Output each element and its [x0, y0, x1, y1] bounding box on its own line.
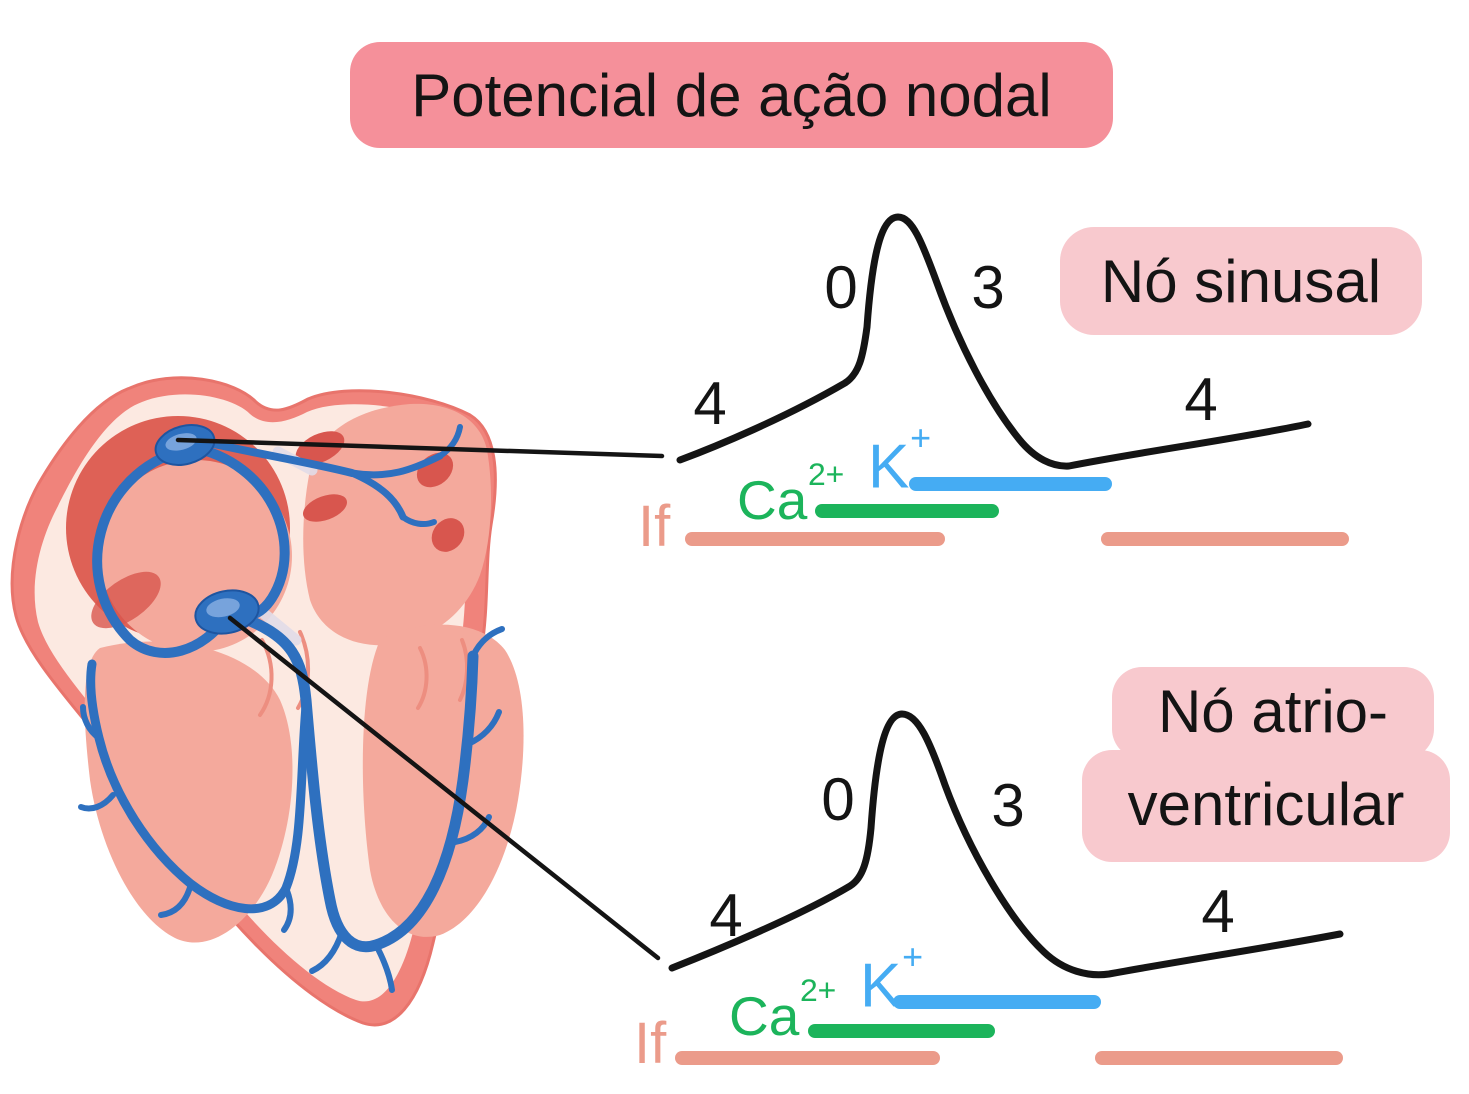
- phase-0-av: 0: [821, 766, 855, 833]
- action-potential-curve-av: [668, 710, 1344, 979]
- ca-charge: 2+: [807, 456, 845, 493]
- pointer-line-av-node: [227, 615, 661, 961]
- title-pill: Potencial de ação nodal: [350, 42, 1113, 148]
- k-charge: +: [910, 416, 932, 458]
- purkinje-twigs: [78, 626, 505, 993]
- phase-4-left-sinus: 4: [693, 370, 727, 437]
- ra-vein-opening: [295, 431, 345, 465]
- his-bundle-right-branch: [242, 614, 479, 953]
- ca-current-label-av: Ca2+: [729, 974, 836, 1044]
- k-current-label-sinus: K+: [868, 419, 931, 502]
- branch-twig: [348, 469, 407, 521]
- phase-3-av: 3: [991, 772, 1025, 839]
- av-label-background-bottom: [1082, 750, 1450, 862]
- conduction-system: [78, 424, 505, 993]
- k-symbol: K: [868, 432, 910, 502]
- sinus-node-label: Nó sinusal: [1100, 247, 1382, 315]
- av-label-background-top: [1112, 667, 1434, 759]
- pointer-line-sa-node: [175, 437, 665, 459]
- atrial-loop-left: [92, 445, 231, 658]
- av-node-label-line2: ventricular: [1127, 770, 1405, 838]
- phase-3-sinus: 3: [971, 254, 1005, 321]
- phase-4-right-sinus: 4: [1184, 366, 1218, 433]
- ca-charge: 2+: [799, 972, 837, 1009]
- phase-4-right-av: 4: [1201, 878, 1235, 945]
- av-node-label-line1: Nó atrio-: [1157, 677, 1389, 745]
- k-charge: +: [902, 935, 924, 977]
- ra-vein-opening: [303, 494, 347, 522]
- internodal-branch: [201, 438, 356, 477]
- branch-twig: [437, 424, 463, 459]
- if-current-label-sinus: If: [638, 494, 671, 559]
- page-title: Potencial de ação nodal: [411, 61, 1052, 129]
- left-ventricle-chamber: [84, 641, 293, 943]
- ra-vein-opening: [431, 518, 465, 552]
- right-ventricle-chamber: [362, 624, 524, 937]
- k-symbol: K: [860, 951, 902, 1021]
- phase-0-sinus: 0: [824, 254, 858, 321]
- branch-twig: [400, 514, 437, 528]
- sinus-node-label-pill: Nó sinusal: [1060, 227, 1422, 335]
- if-current-label-av: If: [634, 1011, 667, 1076]
- k-current-label-av: K+: [860, 938, 923, 1021]
- av-node: [194, 589, 260, 635]
- ca-current-label-sinus: Ca2+: [737, 458, 844, 528]
- heart-illustration: [10, 376, 524, 1027]
- phase-4-left-av: 4: [709, 882, 743, 949]
- ca-symbol: Ca: [737, 469, 808, 531]
- left-bundle-branch: [86, 659, 311, 914]
- ca-symbol: Ca: [729, 985, 800, 1047]
- action-potential-curve-sinus: [676, 213, 1312, 470]
